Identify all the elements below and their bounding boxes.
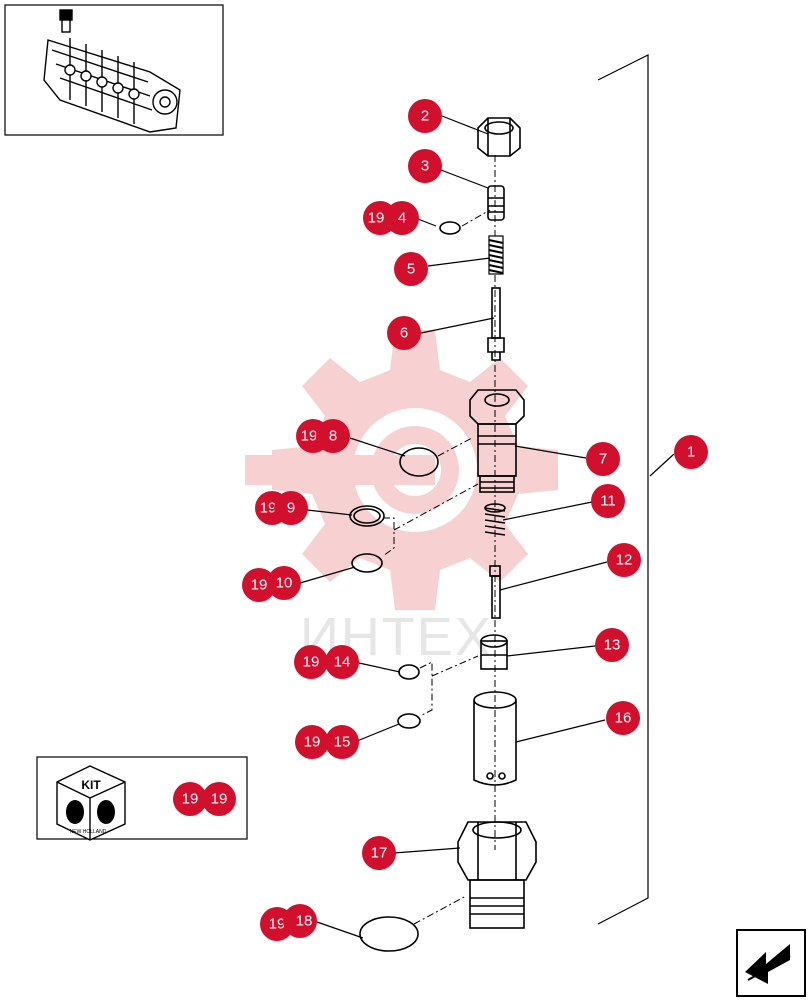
valve-block-thumbnail-image <box>43 9 181 133</box>
kit-icon-label: KIT <box>81 778 101 792</box>
kit-brand-text: NEW HOLLAND <box>70 829 107 835</box>
kit-callout-19-b[interactable]: 19 <box>202 782 236 816</box>
previous-page-arrow-icon[interactable] <box>736 929 806 997</box>
part-13-seat <box>480 634 508 670</box>
callout-16[interactable]: 16 <box>606 701 640 735</box>
kit-callout-19-a[interactable]: 19 <box>173 782 207 816</box>
part-16-sleeve <box>473 691 517 786</box>
part-4-ring <box>439 221 461 235</box>
callout-7[interactable]: 7 <box>586 442 620 476</box>
callout-15-kit-19[interactable]: 19 <box>295 725 329 759</box>
callout-11[interactable]: 11 <box>591 484 625 518</box>
callout-8[interactable]: 8 <box>316 419 350 453</box>
leader-lines <box>299 115 675 939</box>
part-14-oring <box>398 664 420 680</box>
callout-14-kit-19[interactable]: 19 <box>294 645 328 679</box>
callout-13[interactable]: 13 <box>595 628 629 662</box>
callout-10[interactable]: 10 <box>267 566 301 600</box>
callout-9[interactable]: 9 <box>274 491 308 525</box>
part-2-nut <box>477 117 521 157</box>
part-3-plug <box>487 185 505 221</box>
dashed-connectors <box>382 209 491 925</box>
thumbnail-box <box>4 4 224 136</box>
part-17-fitting <box>457 821 537 929</box>
part-10-oring <box>351 553 383 573</box>
callout-12[interactable]: 12 <box>607 543 641 577</box>
callout-6[interactable]: 6 <box>387 316 421 350</box>
callout-1[interactable]: 1 <box>674 435 708 469</box>
callout-4[interactable]: 4 <box>385 201 419 235</box>
kit-cube-icon: KIT NEW HOLLAND <box>56 765 126 841</box>
callout-5[interactable]: 5 <box>394 252 428 286</box>
callout-14[interactable]: 14 <box>325 645 359 679</box>
part-18-oring <box>359 916 419 952</box>
part-11-spring <box>484 503 506 536</box>
part-7-housing <box>469 389 525 493</box>
watermark-gear-logo <box>245 330 558 610</box>
assembly-bracket <box>597 54 649 925</box>
part-8-oring <box>399 447 439 477</box>
callout-17[interactable]: 17 <box>362 836 396 870</box>
part-6-pin <box>487 287 505 361</box>
callout-15[interactable]: 15 <box>325 725 359 759</box>
part-15-ring <box>397 713 421 729</box>
callout-2[interactable]: 2 <box>408 99 442 133</box>
part-5-spring <box>488 235 504 275</box>
callout-18[interactable]: 18 <box>283 904 317 938</box>
callout-3[interactable]: 3 <box>408 149 442 183</box>
part-12-pin <box>489 565 501 619</box>
part-9-ring <box>349 505 385 527</box>
